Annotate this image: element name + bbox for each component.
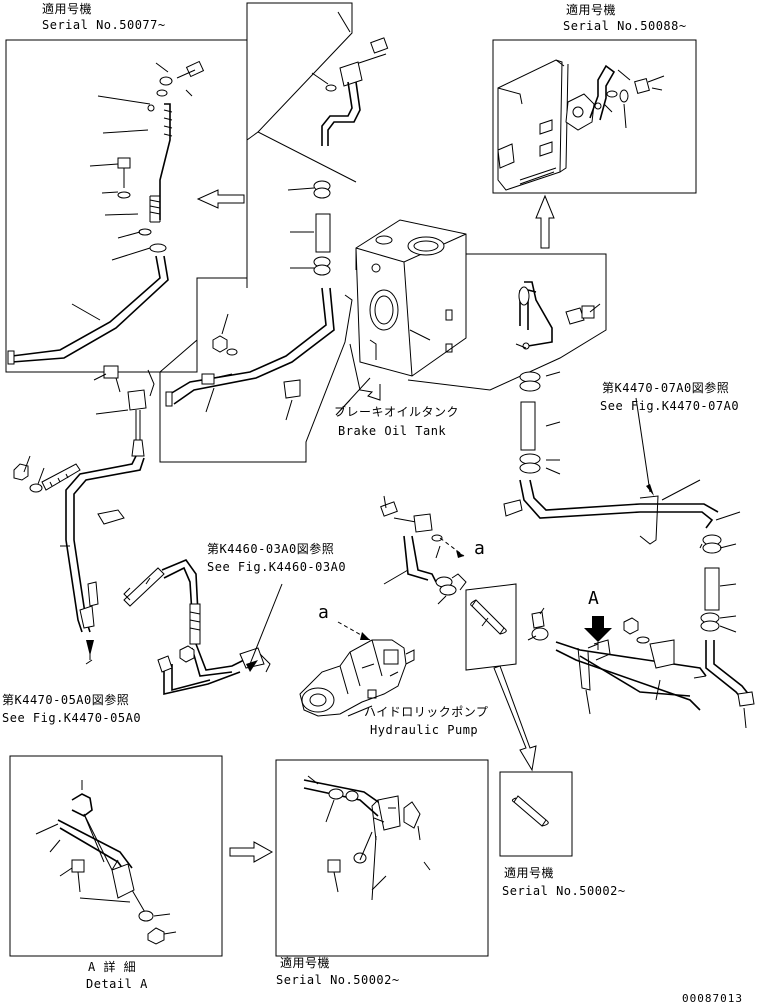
- inset-50088-parts: [497, 59, 665, 191]
- serial-50088-number: Serial No.50088~: [563, 19, 687, 33]
- serial-50077-number: Serial No.50077~: [42, 18, 166, 32]
- brake-oil-tank-label-en: Brake Oil Tank: [338, 424, 447, 438]
- inset-frame-upper-center: [159, 2, 357, 463]
- pump-feed-pipe: [380, 495, 467, 605]
- ref-k4470-05a0-en: See Fig.K4470-05A0: [2, 711, 142, 725]
- drawing-number: 00087013: [682, 992, 743, 1005]
- tank-right-pipe: [515, 281, 601, 475]
- serial-50077-heading: 適用号機: [42, 2, 93, 16]
- arrow-A: [584, 616, 612, 642]
- inset-frame-serial-50088: [492, 39, 697, 194]
- upper-center-parts: [165, 11, 389, 421]
- ref-k4470-07a0-en: See Fig.K4470-07A0: [600, 399, 740, 413]
- frame-tank-right: [407, 253, 607, 391]
- detail-a-label-en: Detail A: [86, 977, 148, 991]
- arrow-to-inset-50088: [535, 194, 555, 249]
- leader-k4470-07a0: [635, 397, 651, 493]
- serial-50002-bottom-heading: 適用号機: [280, 956, 331, 970]
- lower-right-assembly: [527, 607, 707, 715]
- brake-oil-tank-label-jp: ブレーキオイルタンク: [334, 405, 460, 419]
- serial-50002-bottom-number: Serial No.50002~: [276, 973, 400, 987]
- ref-k4460-03a0-en: See Fig.K4460-03A0: [207, 560, 347, 574]
- detail-a-label-jp: A 詳 細: [88, 960, 137, 974]
- arrow-to-serial-50002-bottom: [229, 841, 274, 863]
- inset-frame-serial-50002-bottom: [275, 759, 489, 957]
- hydraulic-pump-label-jp: ハイドロリックポンプ: [364, 705, 489, 719]
- marker-A: A: [588, 588, 600, 609]
- detail-a-frame: [9, 755, 223, 957]
- hose-frame: [465, 583, 537, 772]
- serial-50088-heading: 適用号機: [566, 3, 617, 17]
- inset-50077-parts: [7, 60, 205, 365]
- marker-a-upper: a: [474, 538, 486, 559]
- center-hoses: [123, 559, 283, 696]
- left-pipe-run: [13, 365, 155, 665]
- arrow-to-inset-50077: [196, 189, 245, 209]
- hydraulic-pump: [299, 639, 415, 717]
- ref-k4470-05a0-jp: 第K4470-05A0図参照: [2, 693, 130, 707]
- ref-k4460-03a0-jp: 第K4460-03A0図参照: [207, 542, 335, 556]
- serial-50002-right-number: Serial No.50002~: [502, 884, 626, 898]
- right-pipe-run: [503, 479, 755, 729]
- hydraulic-pump-label-en: Hydraulic Pump: [370, 723, 479, 737]
- inset-frame-serial-50077: [5, 39, 248, 373]
- brake-oil-tank: [349, 219, 467, 401]
- inset-frame-serial-50002-right: [499, 771, 573, 857]
- ref-k4470-07a0-jp: 第K4470-07A0図参照: [602, 381, 730, 395]
- marker-a-lower: a: [318, 602, 330, 623]
- serial-50002-right-heading: 適用号機: [504, 866, 555, 880]
